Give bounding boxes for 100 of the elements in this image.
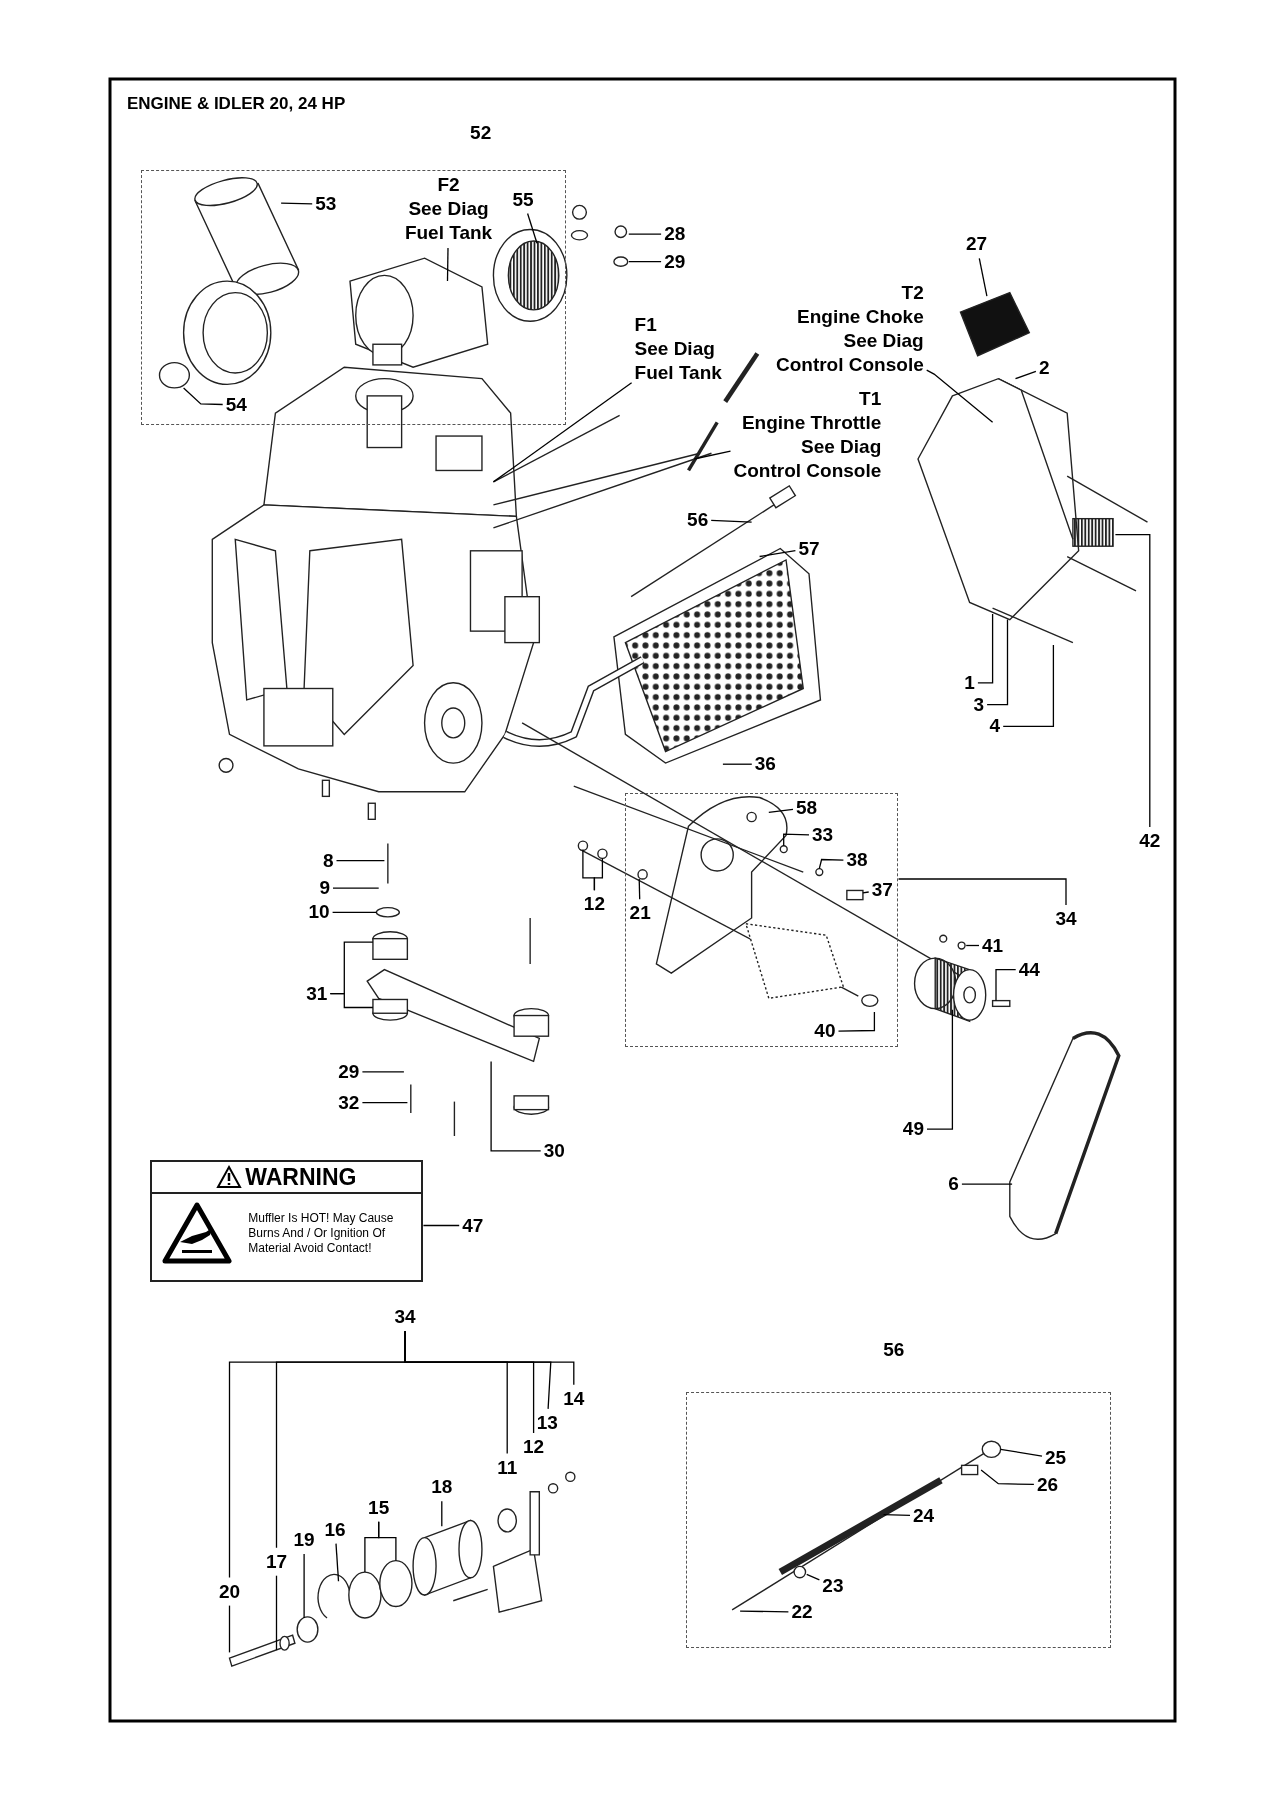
leader-line xyxy=(638,878,641,900)
note-text: Control Console xyxy=(733,458,882,483)
callout-number: 56 xyxy=(883,1339,905,1362)
leader-line xyxy=(897,878,1067,906)
callout-number: 16 xyxy=(324,1518,346,1541)
callout-number: 12 xyxy=(523,1436,545,1458)
note-text: Engine Throttle xyxy=(740,410,882,435)
leader-line xyxy=(768,808,794,814)
note-text: Fuel Tank xyxy=(404,221,493,246)
diagram-title: ENGINE & IDLER 20, 24 HP xyxy=(127,94,346,114)
note-text: F1 xyxy=(634,313,658,338)
callout-number: 26 xyxy=(1036,1473,1059,1496)
callout-number: 9 xyxy=(319,877,330,900)
leader-line xyxy=(1114,534,1151,828)
leader-line xyxy=(758,550,797,558)
callout-number: 18 xyxy=(431,1476,453,1499)
callout-number: 56 xyxy=(687,508,709,531)
leader-line xyxy=(783,833,810,847)
leader-line xyxy=(404,1330,575,1386)
callout-number: 29 xyxy=(338,1060,360,1083)
leader-line xyxy=(335,1542,340,1582)
callout-number: 38 xyxy=(846,849,868,872)
callout-number: 6 xyxy=(948,1173,959,1196)
callout-number: 8 xyxy=(322,849,334,872)
warning-text: Muffler Is HOT! May Cause Burns And / Or Ignition Of Material Avoid Contact! xyxy=(248,1210,395,1256)
callout-number: 58 xyxy=(795,796,818,819)
callout-number: 36 xyxy=(754,753,776,776)
callout-number: 49 xyxy=(902,1118,924,1141)
leader-line xyxy=(182,387,224,406)
leader-line xyxy=(862,891,870,894)
callout-number: 12 xyxy=(583,893,605,916)
leader-line xyxy=(882,1514,911,1517)
note-text: See Diag xyxy=(407,197,490,222)
leader-line xyxy=(361,1071,405,1073)
leader-line xyxy=(526,212,538,244)
leader-line xyxy=(978,257,988,297)
callout-number: 47 xyxy=(462,1214,484,1237)
note-text: See Diag xyxy=(842,329,924,354)
callout-number: 15 xyxy=(368,1496,390,1519)
callout-number: 44 xyxy=(1018,958,1040,981)
callout-number: 23 xyxy=(822,1574,844,1597)
callout-number: 10 xyxy=(308,901,330,924)
callout-number: 30 xyxy=(543,1139,565,1162)
callout-number: 4 xyxy=(989,715,1001,738)
callout-number: 28 xyxy=(664,223,686,246)
note-text: T2 xyxy=(900,281,924,306)
leader-line xyxy=(739,1610,790,1613)
callout-number: 27 xyxy=(965,233,988,256)
callout-number: 52 xyxy=(470,121,492,144)
callout-number: 31 xyxy=(306,982,328,1005)
leader-line xyxy=(331,911,378,913)
callout-number: 37 xyxy=(871,879,893,902)
leader-line xyxy=(837,1011,876,1032)
leader-line xyxy=(441,1500,443,1527)
leader-line xyxy=(492,382,633,483)
callout-number: 3 xyxy=(973,693,985,716)
leader-line xyxy=(961,1183,1013,1185)
leader-line xyxy=(926,369,994,423)
warning-label xyxy=(150,1160,424,1282)
callout-number: 53 xyxy=(315,193,337,216)
leader-line xyxy=(628,260,662,263)
leader-line xyxy=(1002,644,1055,728)
callout-number: 20 xyxy=(218,1580,241,1603)
note-text: F2 xyxy=(436,173,461,198)
callout-number: 2 xyxy=(1038,357,1050,380)
callout-number: 57 xyxy=(798,537,820,560)
leader-line xyxy=(593,857,604,891)
callout-number: 41 xyxy=(982,934,1004,957)
leader-line xyxy=(228,1604,231,1654)
callout-number: 14 xyxy=(563,1387,585,1410)
callout-number: 55 xyxy=(512,188,534,211)
callout-number: 24 xyxy=(913,1504,935,1527)
leader-line xyxy=(693,450,732,460)
note-text: T1 xyxy=(858,386,882,411)
note-text: Control Console xyxy=(775,353,924,378)
callout-number: 29 xyxy=(664,250,686,273)
callout-number: 25 xyxy=(1045,1447,1067,1470)
leader-line xyxy=(977,613,994,684)
warning-heading: WARNING xyxy=(245,1163,357,1191)
leader-line xyxy=(986,618,1009,706)
note-text: See Diag xyxy=(634,337,716,362)
leader-line xyxy=(275,1575,278,1651)
callout-number: 13 xyxy=(536,1411,558,1434)
leader-line xyxy=(490,1060,542,1152)
callout-number: 17 xyxy=(266,1550,288,1573)
leader-line xyxy=(303,1553,305,1619)
note-text: See Diag xyxy=(800,434,882,459)
callout-number: 42 xyxy=(1139,830,1161,853)
leader-line xyxy=(332,887,380,889)
note-text: Fuel Tank xyxy=(634,361,722,386)
leader-line xyxy=(446,247,449,282)
leader-line xyxy=(1014,370,1037,380)
leader-line xyxy=(995,968,1017,1002)
callout-number: 33 xyxy=(812,824,834,847)
leader-line xyxy=(378,1521,397,1562)
leader-line xyxy=(980,1469,1035,1486)
leader-line xyxy=(818,858,845,870)
callout-number: 11 xyxy=(497,1456,518,1479)
leader-line xyxy=(335,859,386,862)
leader-line xyxy=(361,1102,409,1104)
